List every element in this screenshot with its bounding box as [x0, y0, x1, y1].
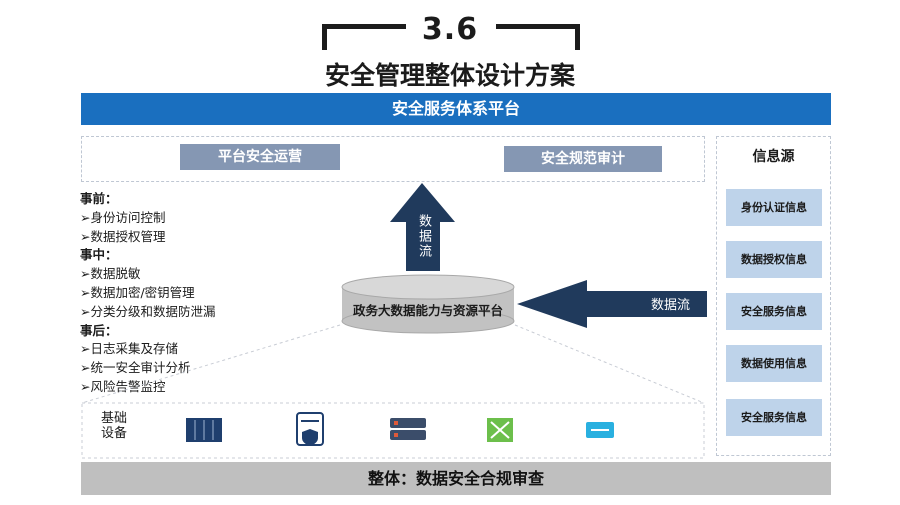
platform-banner: 安全服务体系平台 [81, 93, 831, 125]
fan-line-left [81, 324, 341, 404]
network-switch-icon [390, 418, 426, 440]
phase-item: ➢日志采集及存储 [80, 341, 178, 357]
phase-item: ➢身份访问控制 [80, 209, 166, 225]
database-cylinder-icon [341, 274, 515, 334]
phase-item: ➢数据脱敏 [80, 266, 141, 282]
platform-ops-box: 平台安全运营 [180, 144, 340, 170]
phase-item: ➢数据授权管理 [80, 228, 166, 244]
title-bracket [322, 24, 580, 50]
info-item: 数据使用信息 [726, 345, 822, 382]
phase-item: ➢数据加密/密钥管理 [80, 284, 195, 300]
compliance-banner: 整体：数据安全合规审查 [81, 462, 831, 495]
phase-item: ➢风险告警监控 [80, 378, 166, 394]
phase-heading: 事后： [80, 322, 118, 338]
up-arrow-icon [390, 183, 455, 271]
left-arrow-label: 数据流 [651, 298, 691, 313]
secure-database-icon [296, 412, 324, 446]
compliance-audit-box: 安全规范审计 [504, 146, 662, 172]
info-item: 数据授权信息 [726, 241, 822, 278]
phase-heading: 事前： [80, 191, 118, 206]
router-icon [487, 418, 513, 442]
info-item: 安全服务信息 [726, 293, 822, 330]
info-item: 身份认证信息 [726, 189, 822, 226]
hub-icon [586, 422, 614, 438]
infrastructure-label: 基础 设备 [101, 411, 128, 441]
info-item: 安全服务信息 [726, 399, 822, 436]
info-source-title: 信息源 [752, 149, 795, 165]
cylinder-label: 政务大数据能力与资源平台 [352, 303, 503, 318]
up-arrow-label: 数据流 [416, 214, 431, 259]
left-arrow-icon [517, 280, 707, 328]
infrastructure-area [81, 402, 705, 459]
phase-heading: 事中： [80, 247, 118, 263]
phase-item: ➢分类分级和数据防泄漏 [80, 303, 216, 319]
page-title: 安全管理整体设计方案 [324, 61, 575, 90]
section-number: 3.6 [421, 12, 479, 47]
server-rack-icon [186, 418, 222, 442]
phase-list: 事前： ➢身份访问控制 ➢数据授权管理 事中： ➢数据脱敏 ➢数据加密/密钥管理… [80, 190, 215, 397]
phase-item: ➢统一安全审计分析 [80, 360, 191, 376]
platform-ops-area [81, 136, 705, 182]
fan-line-right [514, 324, 705, 404]
info-source-panel [716, 136, 831, 456]
